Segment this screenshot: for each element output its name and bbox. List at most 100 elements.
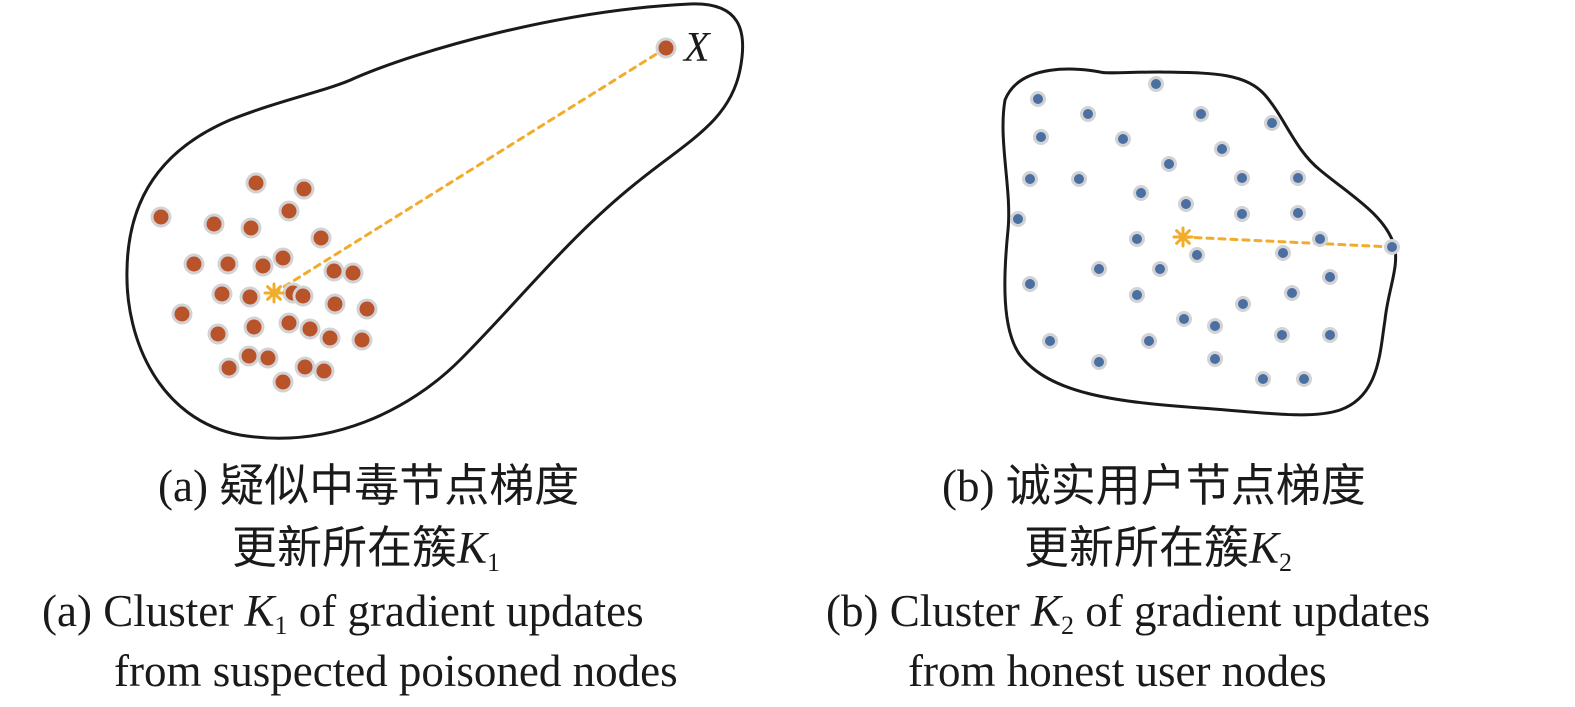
gradient-point <box>1129 231 1145 247</box>
gradient-point <box>183 253 205 275</box>
cluster-k1-boundary <box>125 2 745 440</box>
caption-a-en-prefix: (a) Cluster <box>42 586 245 636</box>
caption-b-zh-line1: (b) 诚实用户节点梯度 <box>942 460 1366 512</box>
gradient-point <box>245 172 267 194</box>
gradient-point <box>324 293 346 315</box>
gradient-point <box>1080 106 1096 122</box>
gradient-point <box>272 247 294 269</box>
gradient-point <box>1030 91 1046 107</box>
gradient-point <box>1176 311 1192 327</box>
caption-b-en-line1: (b) Cluster K2 of gradient updates <box>826 585 1431 639</box>
outlier-label-x: X <box>682 25 712 71</box>
caption-a-zh-text2: 更新所在簇 <box>232 523 458 573</box>
gradient-point <box>1207 351 1223 367</box>
caption-b-en-line2: from honest user nodes <box>908 645 1327 697</box>
gradient-point <box>1141 333 1157 349</box>
gradient-point <box>203 213 225 235</box>
gradient-point <box>1042 333 1058 349</box>
gradient-point <box>1189 247 1205 263</box>
gradient-point <box>1178 196 1194 212</box>
gradient-point <box>1290 170 1306 186</box>
gradient-point <box>240 217 262 239</box>
k-symbol: K <box>457 523 488 573</box>
gradient-point <box>1161 156 1177 172</box>
panel-b-marks <box>1010 76 1400 387</box>
gradient-point <box>278 200 300 222</box>
gradient-point <box>313 360 335 382</box>
gradient-point <box>1274 327 1290 343</box>
gradient-point <box>1275 245 1291 261</box>
gradient-point <box>1234 170 1250 186</box>
caption-a-zh-line1: (a) 疑似中毒节点梯度 <box>158 460 579 512</box>
k-subscript: 1 <box>487 548 501 577</box>
gradient-point <box>217 253 239 275</box>
gradient-point <box>294 356 316 378</box>
caption-b-zh-text2: 更新所在簇 <box>1024 523 1250 573</box>
gradient-point <box>1322 327 1338 343</box>
k-subscript: 1 <box>274 611 288 640</box>
gradient-point <box>1384 239 1400 255</box>
gradient-point <box>1133 185 1149 201</box>
gradient-point <box>310 227 332 249</box>
gradient-point <box>1115 131 1131 147</box>
centroid-star-icon <box>1172 226 1194 248</box>
caption-b-zh-line2: 更新所在簇K2 <box>1024 522 1293 577</box>
k-symbol: K <box>1249 523 1280 573</box>
gradient-point <box>1022 276 1038 292</box>
distance-line-k2 <box>1181 235 1394 249</box>
distance-line-k1 <box>272 46 668 295</box>
gradient-point <box>1312 231 1328 247</box>
gradient-point <box>1091 354 1107 370</box>
caption-b-zh-text: 诚实用户节点梯度 <box>1005 461 1366 511</box>
gradient-point <box>238 345 260 367</box>
gradient-point <box>171 303 193 325</box>
gradient-point <box>323 260 345 282</box>
gradient-point <box>1264 115 1280 131</box>
gradient-point <box>1033 129 1049 145</box>
gradient-point <box>252 255 274 277</box>
centroid-star-icon <box>263 282 285 304</box>
gradient-point <box>1255 371 1271 387</box>
gradient-point <box>292 285 314 307</box>
caption-a-prefix: (a) <box>158 461 220 511</box>
gradient-point <box>257 347 279 369</box>
gradient-point <box>239 286 261 308</box>
gradient-point <box>207 323 229 345</box>
gradient-point <box>150 206 172 228</box>
gradient-point <box>342 262 364 284</box>
gradient-point <box>1214 141 1230 157</box>
caption-a-en-suffix: of gradient updates <box>287 586 644 636</box>
gradient-point <box>1148 76 1164 92</box>
gradient-point <box>1091 261 1107 277</box>
gradient-point <box>1290 205 1306 221</box>
k-symbol: K <box>244 586 275 636</box>
k-symbol: K <box>1030 586 1061 636</box>
gradient-point <box>293 178 315 200</box>
caption-b-en-suffix: of gradient updates <box>1073 586 1431 636</box>
gradient-point <box>278 312 300 334</box>
caption-a-zh-line2: 更新所在簇K1 <box>232 522 501 577</box>
gradient-point <box>1071 171 1087 187</box>
gradient-point <box>1129 287 1145 303</box>
gradient-point <box>218 357 240 379</box>
gradient-point <box>1234 206 1250 222</box>
caption-a-en-line2: from suspected poisoned nodes <box>114 645 678 697</box>
gradient-point <box>1235 296 1251 312</box>
gradient-point <box>1010 211 1026 227</box>
caption-a-zh-text: 疑似中毒节点梯度 <box>219 461 580 511</box>
gradient-point <box>243 316 265 338</box>
caption-a-en-line1: (a) Cluster K1 of gradient updates <box>42 585 644 640</box>
k-subscript: 2 <box>1279 548 1293 577</box>
cluster-figure: X <box>125 2 1400 440</box>
caption-b-en-line2-text: from honest user nodes <box>908 646 1327 696</box>
gradient-point <box>351 329 373 351</box>
gradient-point <box>1022 171 1038 187</box>
gradient-point <box>1284 285 1300 301</box>
gradient-point <box>272 371 294 393</box>
gradient-point <box>1152 261 1168 277</box>
caption-b-en-prefix: (b) Cluster <box>826 586 1031 636</box>
cluster-k2-boundary <box>1001 67 1398 417</box>
gradient-point <box>356 298 378 320</box>
gradient-point <box>211 283 233 305</box>
gradient-point <box>319 327 341 349</box>
